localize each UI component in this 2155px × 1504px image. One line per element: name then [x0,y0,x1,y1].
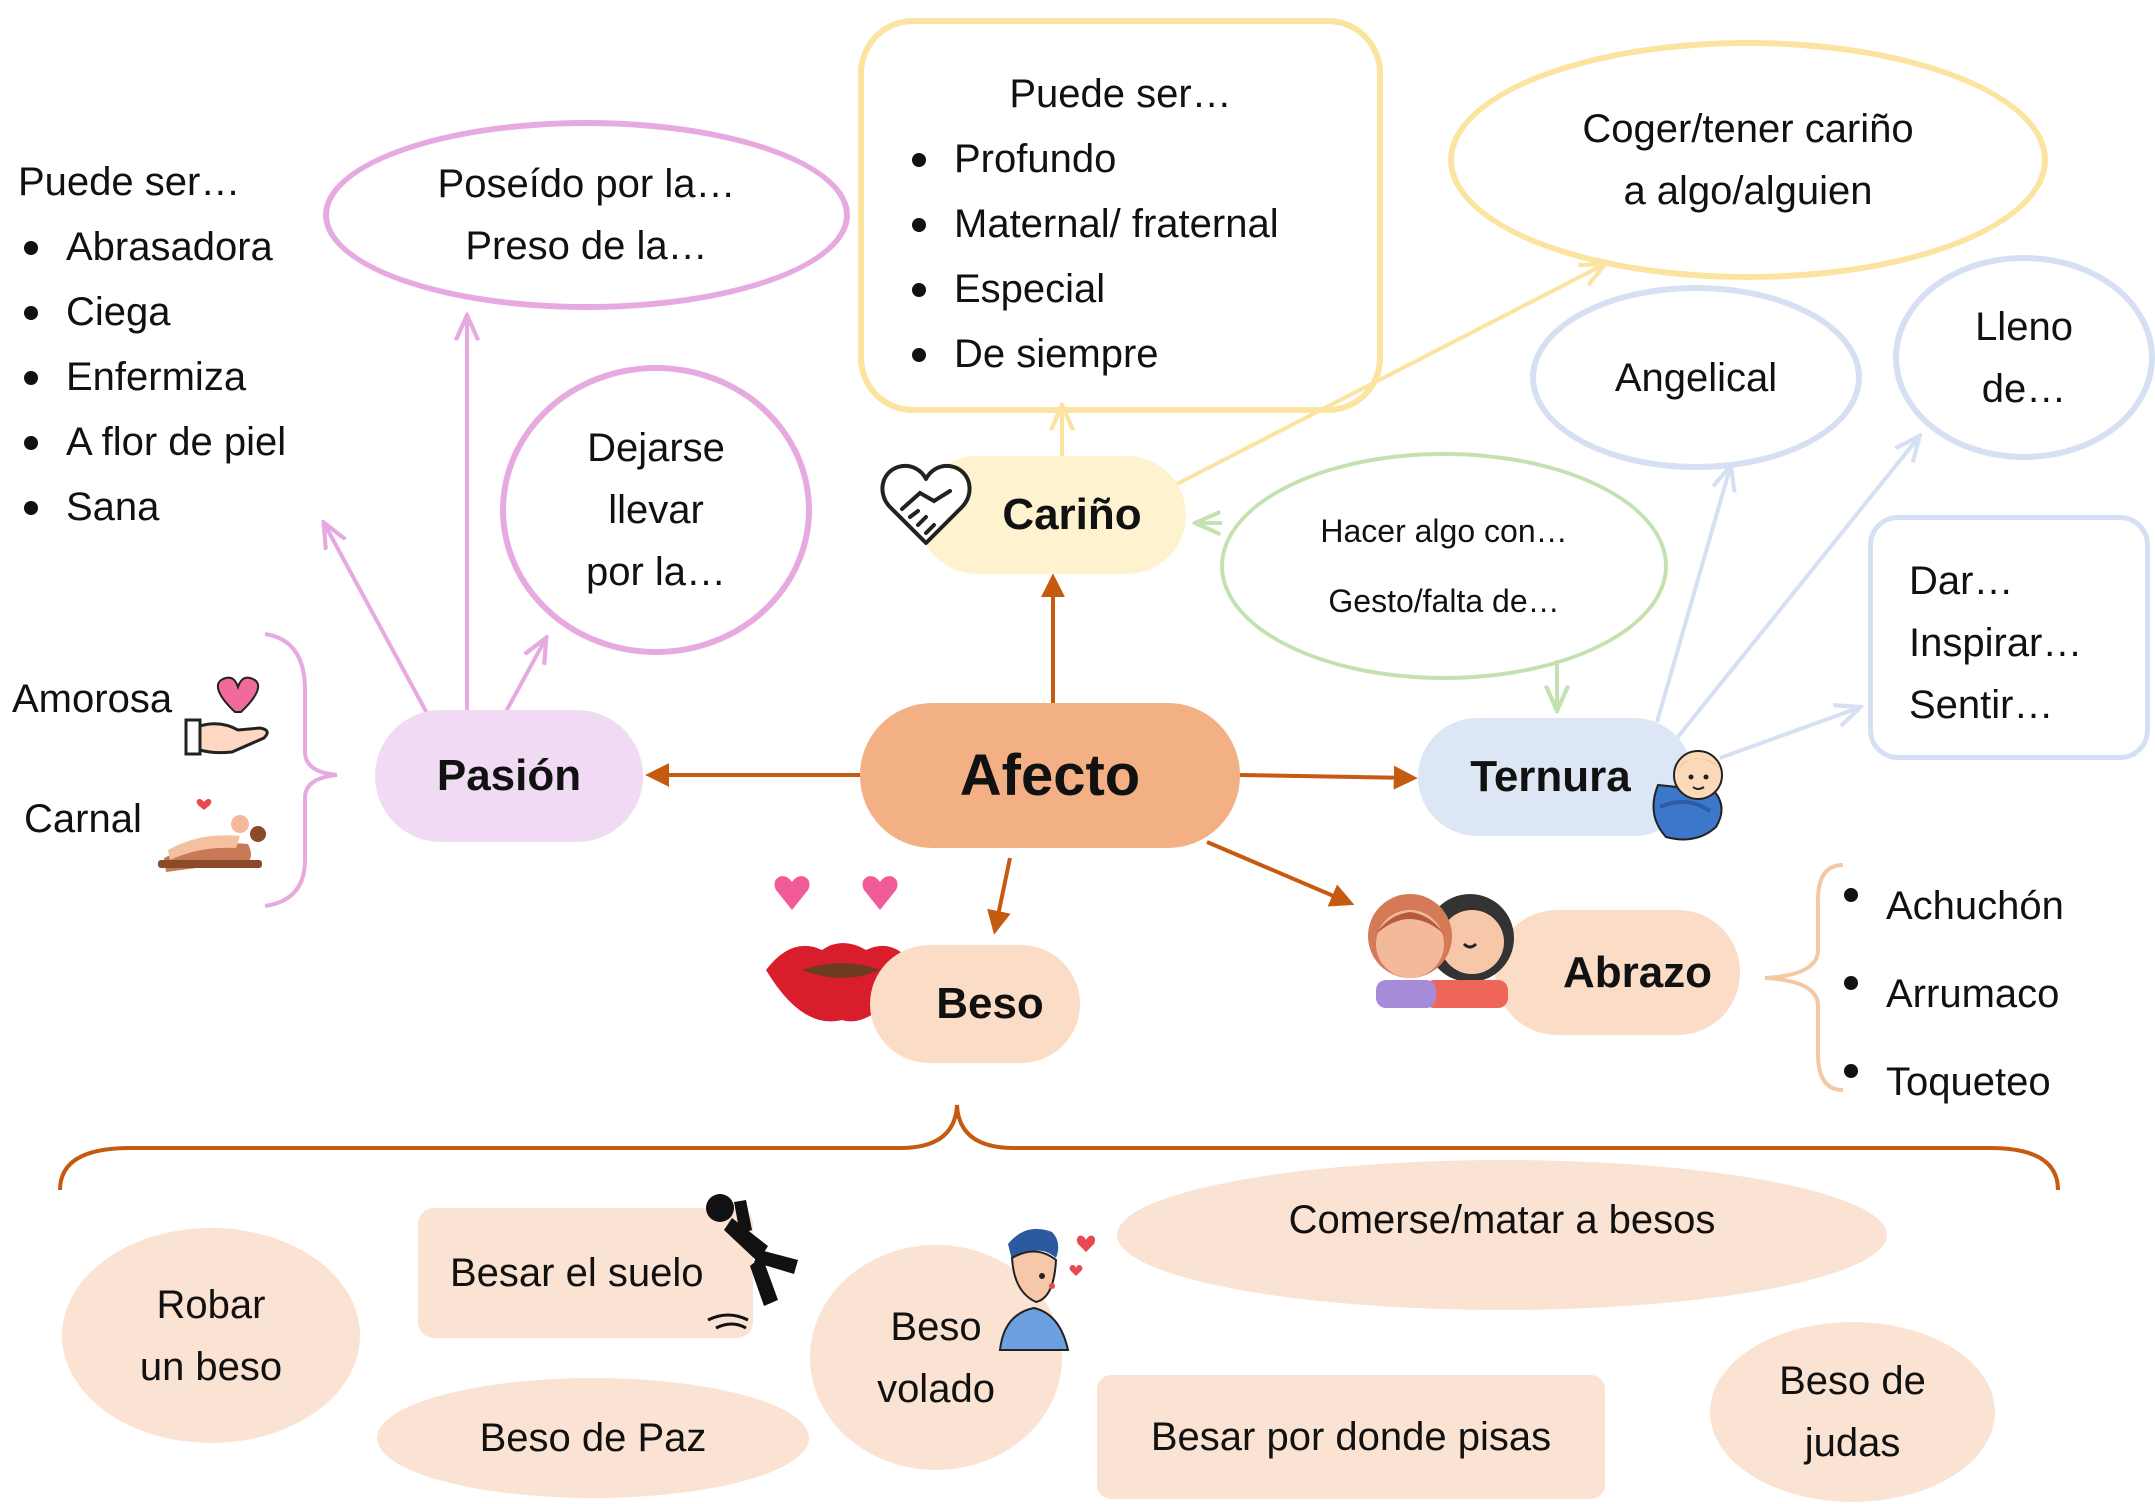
lleno-line-1: Lleno [1975,304,2073,349]
robar-line-2: un beso [139,1344,283,1389]
phrase-comerse-matar-a-besos: Comerse/matar a besos [1117,1160,1887,1310]
list-item: Arrumaco [1838,950,2064,1038]
phrase-besar-el-suelo: Besar el suelo [418,1208,753,1338]
heart-handshake-icon [880,464,972,545]
list-item: Maternal/ fraternal [906,192,1377,257]
arrow-ternura-dar [1719,708,1858,760]
abrazo-label: Abrazo [1562,947,1713,997]
phrase-besar-por-donde-pisas: Besar por donde pisas [1097,1375,1605,1499]
beso-brace [58,1104,2060,1191]
poseido-line-2: Preso de la… [465,224,708,268]
phrase-robar-un-beso: Robar un beso [62,1228,360,1443]
comerse-label: Comerse/matar a besos [1288,1198,1716,1242]
list-item: Abrasadora [18,215,348,280]
phrase-beso-de-paz: Beso de Paz [377,1378,809,1498]
dar-line-2: Inspirar… [1909,621,2083,665]
arrow-to-ternura [1239,765,1418,790]
list-item: Profundo [906,127,1377,192]
hug-icon [1368,894,1514,1008]
ternura-dar-box: Dar… Inspirar… Sentir… [1868,515,2150,760]
pasion-poseido-ellipse: Poseído por la… Preso de la… [323,120,850,310]
ternura-node: Ternura [1418,718,1693,836]
arrow-ternura-angelical [1655,468,1730,723]
abrazo-brace [1764,863,1844,1092]
heart-hand-icon [184,676,269,756]
abrazo-node: Abrazo [1495,910,1740,1035]
arrow-ternura-lleno [1675,438,1918,740]
coger-line-1: Coger/tener cariño [1582,107,1914,151]
beso-volado-line-2: volado [877,1366,995,1411]
green-line-1: Hacer algo con… [1320,513,1568,549]
list-item: Enfermiza [18,345,348,410]
arrow-to-abrazo [1206,840,1355,907]
couple-intimacy-icon [158,798,266,872]
afecto-center-node: Afecto [860,703,1240,848]
ternura-label: Ternura [1470,752,1631,801]
list-item: Especial [906,257,1377,322]
carino-box-items: Profundo Maternal/ fraternal Especial De… [906,127,1377,387]
pasion-type-amorosa: Amorosa [12,677,173,721]
dejarse-line-2: llevar [608,488,704,532]
arrow-pasion-list [325,525,437,729]
green-ellipse: Hacer algo con… Gesto/falta de… [1220,452,1668,680]
dejarse-line-3: por la… [585,550,727,594]
dar-line-3: Sentir… [1909,683,2054,727]
besar-pisas-label: Besar por donde pisas [1150,1415,1552,1459]
ternura-angelical-ellipse: Angelical [1530,285,1862,470]
arrow-carino-coger [1174,265,1603,487]
list-item: Ciega [18,280,348,345]
beso-paz-label: Beso de Paz [479,1416,707,1460]
besar-suelo-label: Besar el suelo [450,1251,704,1295]
abrazo-items: Achuchón Arrumaco Toqueteo [1838,862,2064,1126]
poseido-line-1: Poseído por la… [437,162,736,206]
dejarse-line-1: Dejarse [587,426,725,470]
beso-label: Beso [936,979,1044,1028]
carino-puede-ser-box: Puede ser… Profundo Maternal/ fraternal … [858,18,1383,413]
carino-label: Cariño [1002,490,1142,539]
green-line-2: Gesto/falta de… [1328,583,1560,619]
dar-line-1: Dar… [1909,559,2014,603]
list-item: De siempre [906,322,1377,387]
pasion-puede-ser-list: Puede ser… Abrasadora Ciega Enfermiza A … [18,150,348,540]
pasion-list-items: Abrasadora Ciega Enfermiza A flor de pie… [18,215,348,540]
list-item: A flor de piel [18,410,348,475]
afecto-label: Afecto [959,743,1141,808]
pasion-label: Pasión [436,751,582,800]
phrase-beso-de-judas: Beso de judas [1710,1322,1995,1502]
beso-volado-line-1: Beso [890,1304,982,1349]
list-item: Toqueteo [1838,1038,2064,1126]
judas-line-1: Beso de [1779,1359,1926,1403]
pasion-node: Pasión [375,710,643,842]
lleno-line-2: de… [1981,366,2067,411]
list-item: Achuchón [1838,862,2064,950]
pasion-type-carnal: Carnal [24,797,142,841]
pasion-dejarse-circle: Dejarse llevar por la… [500,365,812,655]
pasion-list-title: Puede ser… [18,160,241,204]
pasion-brace [264,632,338,908]
angelical-label: Angelical [1614,355,1778,400]
judas-line-2: judas [1804,1421,1901,1465]
carino-coger-ellipse: Coger/tener cariño a algo/alguien [1448,40,2048,280]
baby-icon [1652,750,1723,841]
coger-line-2: a algo/alguien [1623,169,1873,213]
robar-line-1: Robar [156,1282,266,1327]
falling-person-icon [706,1194,798,1330]
carino-box-title: Puede ser… [1009,72,1232,116]
blowing-kiss-person-icon [998,1228,1096,1351]
arrow-to-beso [987,857,1012,935]
ternura-lleno-ellipse: Lleno de… [1893,255,2155,460]
list-item: Sana [18,475,348,540]
beso-node: Beso [870,945,1080,1063]
